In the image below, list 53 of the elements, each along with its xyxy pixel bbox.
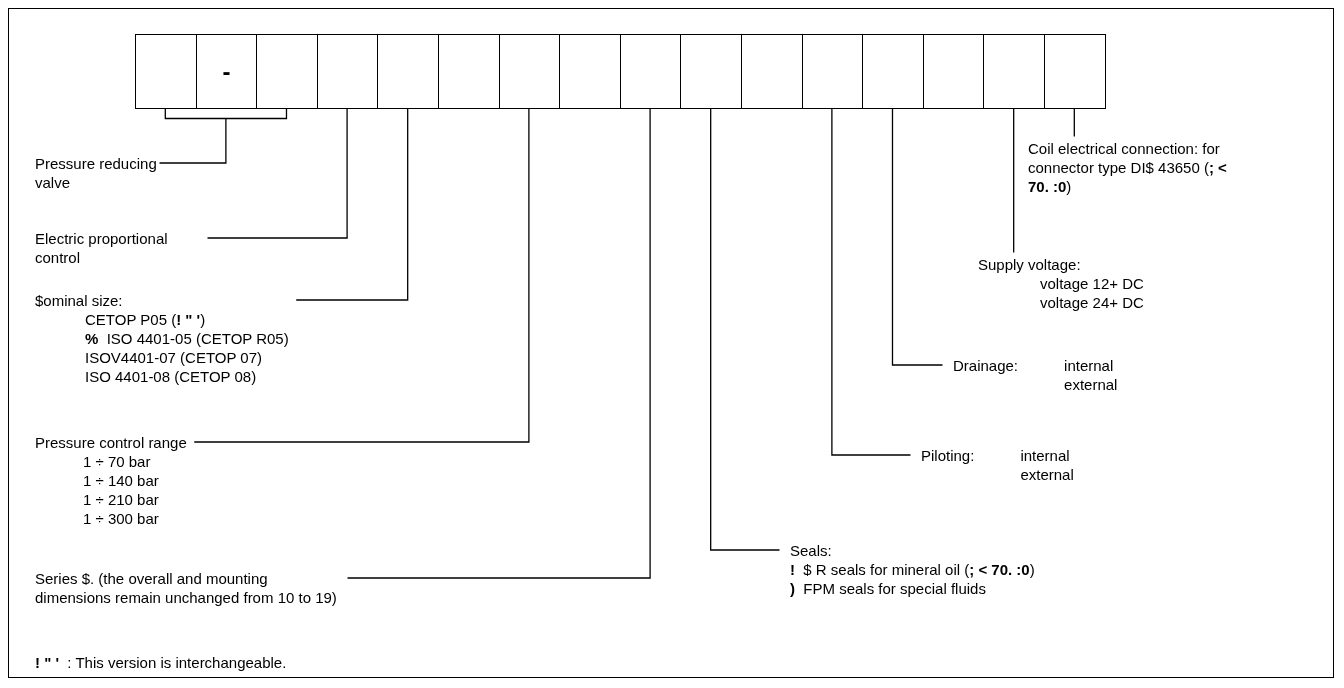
code-box: [983, 34, 1045, 109]
option-heading: $ominal size:: [35, 291, 124, 310]
option-text: external: [1020, 465, 1074, 484]
option-text: 1 ÷ 300 bar: [83, 509, 160, 528]
option-text: CETOP P05 (! " '): [85, 310, 207, 329]
leader-line: [831, 107, 912, 456]
leader-line: [346, 107, 651, 579]
leader-line: [1013, 107, 1015, 254]
leader-line: [1073, 107, 1075, 138]
code-box: [801, 34, 864, 109]
option-text: voltage 24+ DC: [1040, 293, 1144, 312]
code-box: -: [195, 34, 258, 109]
code-box: [377, 34, 439, 109]
option-text: external: [1064, 375, 1118, 394]
option-text: 1 ÷ 210 bar: [83, 490, 160, 509]
code-box: [1044, 34, 1106, 109]
code-box: [680, 34, 742, 109]
leader-line: [710, 107, 781, 551]
footnote-text: ! " ' : This version is interchangeable.: [35, 654, 287, 671]
description-text: Pressure reducing valve: [35, 154, 160, 192]
code-box: [741, 34, 803, 109]
option-text: 1 ÷ 140 bar: [83, 471, 160, 490]
code-box: [498, 34, 561, 109]
option-text: internal: [1064, 356, 1115, 375]
option-heading: Piloting:: [921, 446, 975, 466]
leader-line: [193, 107, 530, 443]
option-text: % ISO 4401-05 (CETOP R05): [85, 329, 289, 348]
option-text: internal: [1020, 446, 1071, 465]
code-box: [619, 34, 682, 109]
option-heading: Drainage:: [953, 356, 1019, 376]
leader-line: [295, 107, 409, 301]
code-box: [559, 34, 621, 109]
description-text: Coil electrical connection: for connector type DI$ 43650 (; < 70. :0): [1028, 139, 1228, 196]
code-box: [256, 34, 318, 109]
code-box: [135, 34, 197, 109]
leader-line: [206, 107, 348, 239]
option-heading: Pressure control range: [35, 433, 187, 452]
option-heading: Supply voltage:: [978, 255, 1082, 274]
option-text: ! $ R seals for mineral oil (; < 70. :0): [790, 560, 1035, 579]
option-text: ) FPM seals for special fluids: [790, 579, 987, 598]
option-text: ISOV4401-07 (CETOP 07): [85, 348, 264, 367]
description-text: Electric proportional control: [35, 229, 200, 267]
code-box: [438, 34, 500, 109]
option-text: ISO 4401-08 (CETOP 08): [85, 367, 258, 386]
code-box: [316, 34, 379, 109]
leader-line: [891, 107, 944, 366]
option-text: voltage 12+ DC: [1040, 274, 1144, 293]
code-box: [862, 34, 924, 109]
leader-line: [158, 107, 288, 164]
option-text: 1 ÷ 70 bar: [83, 452, 152, 471]
code-box: [922, 34, 985, 109]
option-heading: Seals:: [790, 541, 833, 560]
description-text: Series $. (the overall and mounting dimensions remain unchanged from 10 to 19): [35, 569, 340, 607]
